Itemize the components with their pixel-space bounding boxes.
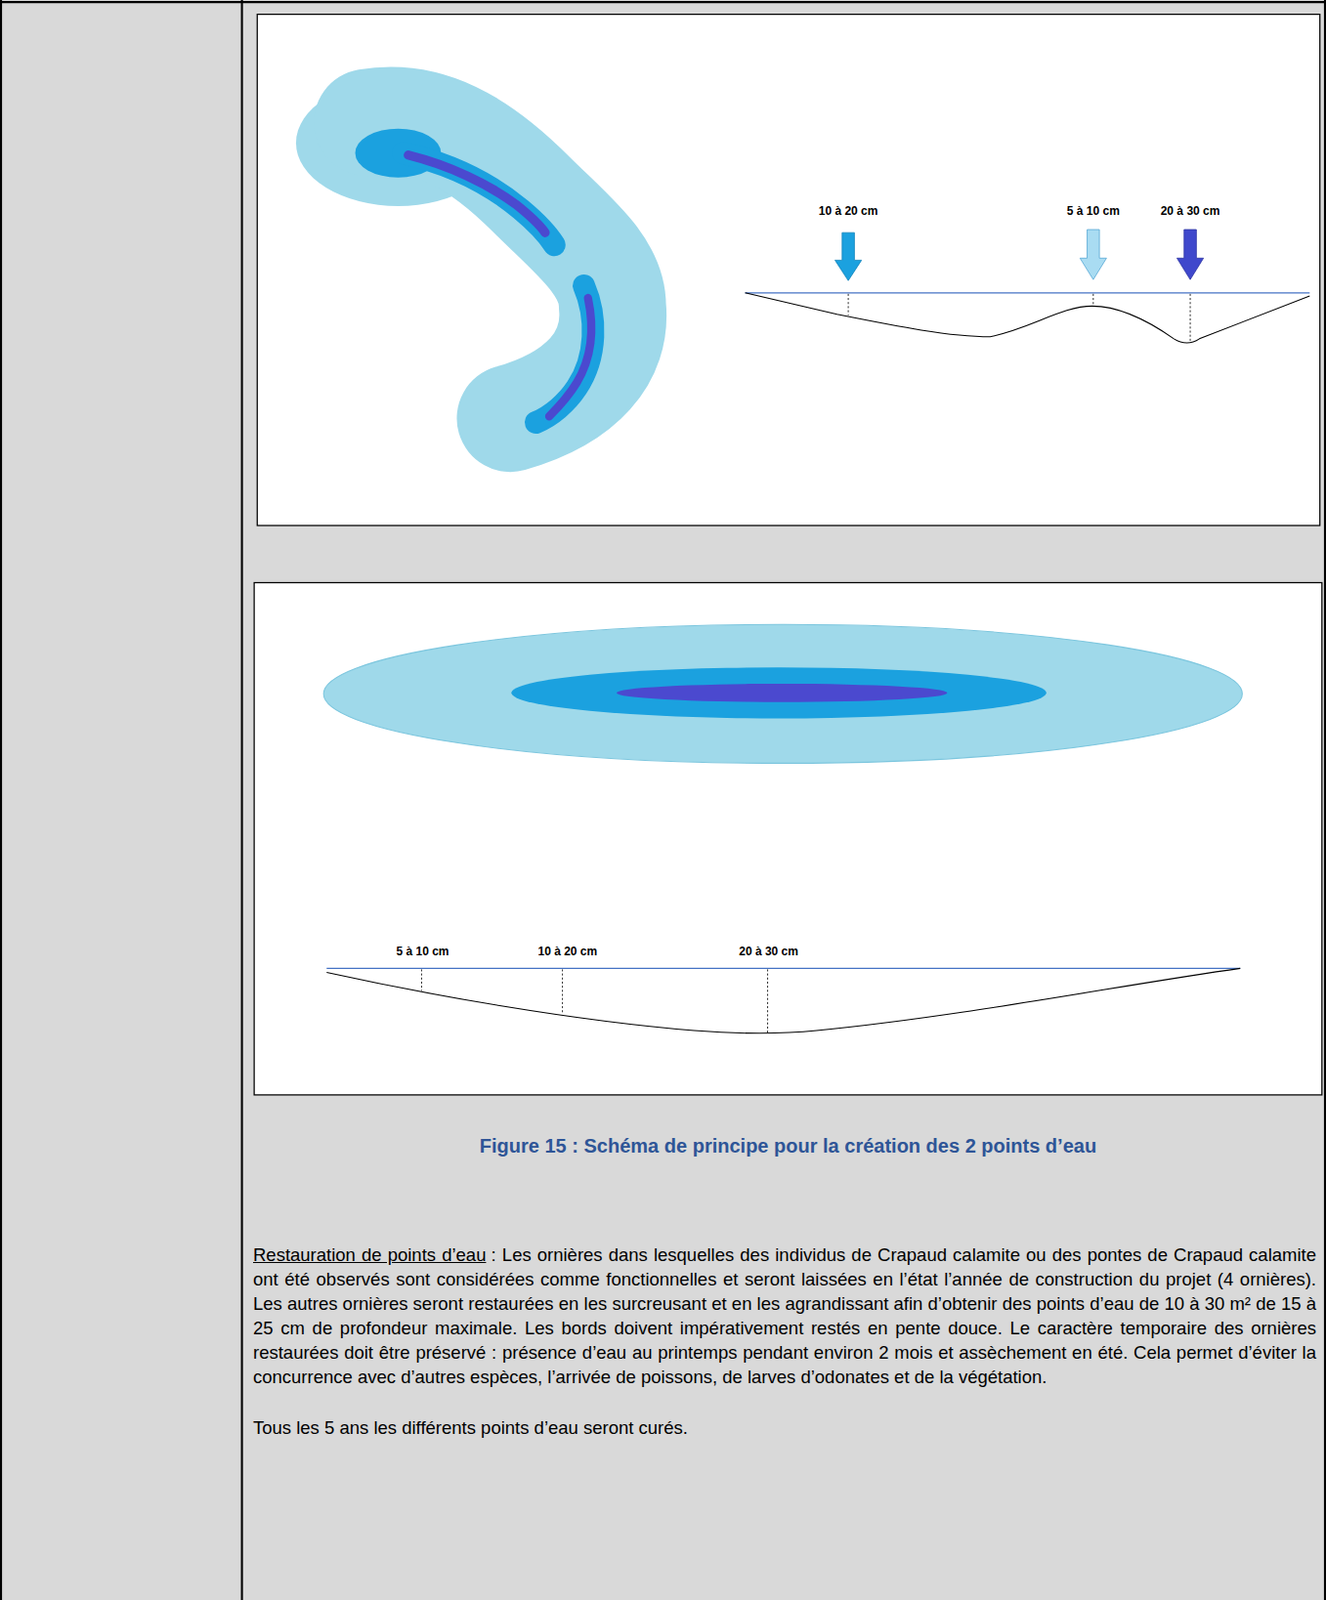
text-block: Restauration de points d’eau: Les ornièr… <box>253 1242 1317 1467</box>
depth-label: 20 à 30 cm <box>738 944 799 959</box>
section-heading: Restauration de points d’eau <box>253 1244 486 1266</box>
table-border <box>1324 0 1326 1600</box>
depth-label: 10 à 20 cm <box>818 204 879 218</box>
depth-arrow <box>1079 229 1107 280</box>
body-text: Tous les 5 ans les différents points d’e… <box>253 1417 688 1439</box>
depth-arrow <box>835 232 862 281</box>
paragraph: Restauration de points d’eau: Les ornièr… <box>253 1242 1317 1390</box>
table-border <box>0 0 2 1600</box>
depth-label: 20 à 30 cm <box>1160 204 1221 218</box>
figure-panel <box>254 582 1323 1095</box>
paragraph: Tous les 5 ans les différents points d’e… <box>253 1415 1317 1441</box>
figure-panel <box>256 14 1320 526</box>
table-border <box>241 0 244 1600</box>
depth-label: 5 à 10 cm <box>1067 204 1120 218</box>
depth-arrow <box>1176 229 1203 280</box>
pond-cross-section <box>326 968 1241 1034</box>
depth-label: 10 à 20 cm <box>537 944 598 959</box>
pond-plan-view <box>323 624 1242 764</box>
body-text: : Les ornières dans lesquelles des indiv… <box>253 1244 1317 1388</box>
figure-caption: Figure 15 : Schéma de principe pour la c… <box>479 1135 1097 1158</box>
table-border <box>0 0 1326 3</box>
pond-plan-view <box>296 79 613 423</box>
depth-label: 5 à 10 cm <box>395 944 449 959</box>
pond-cross-section <box>745 229 1311 343</box>
